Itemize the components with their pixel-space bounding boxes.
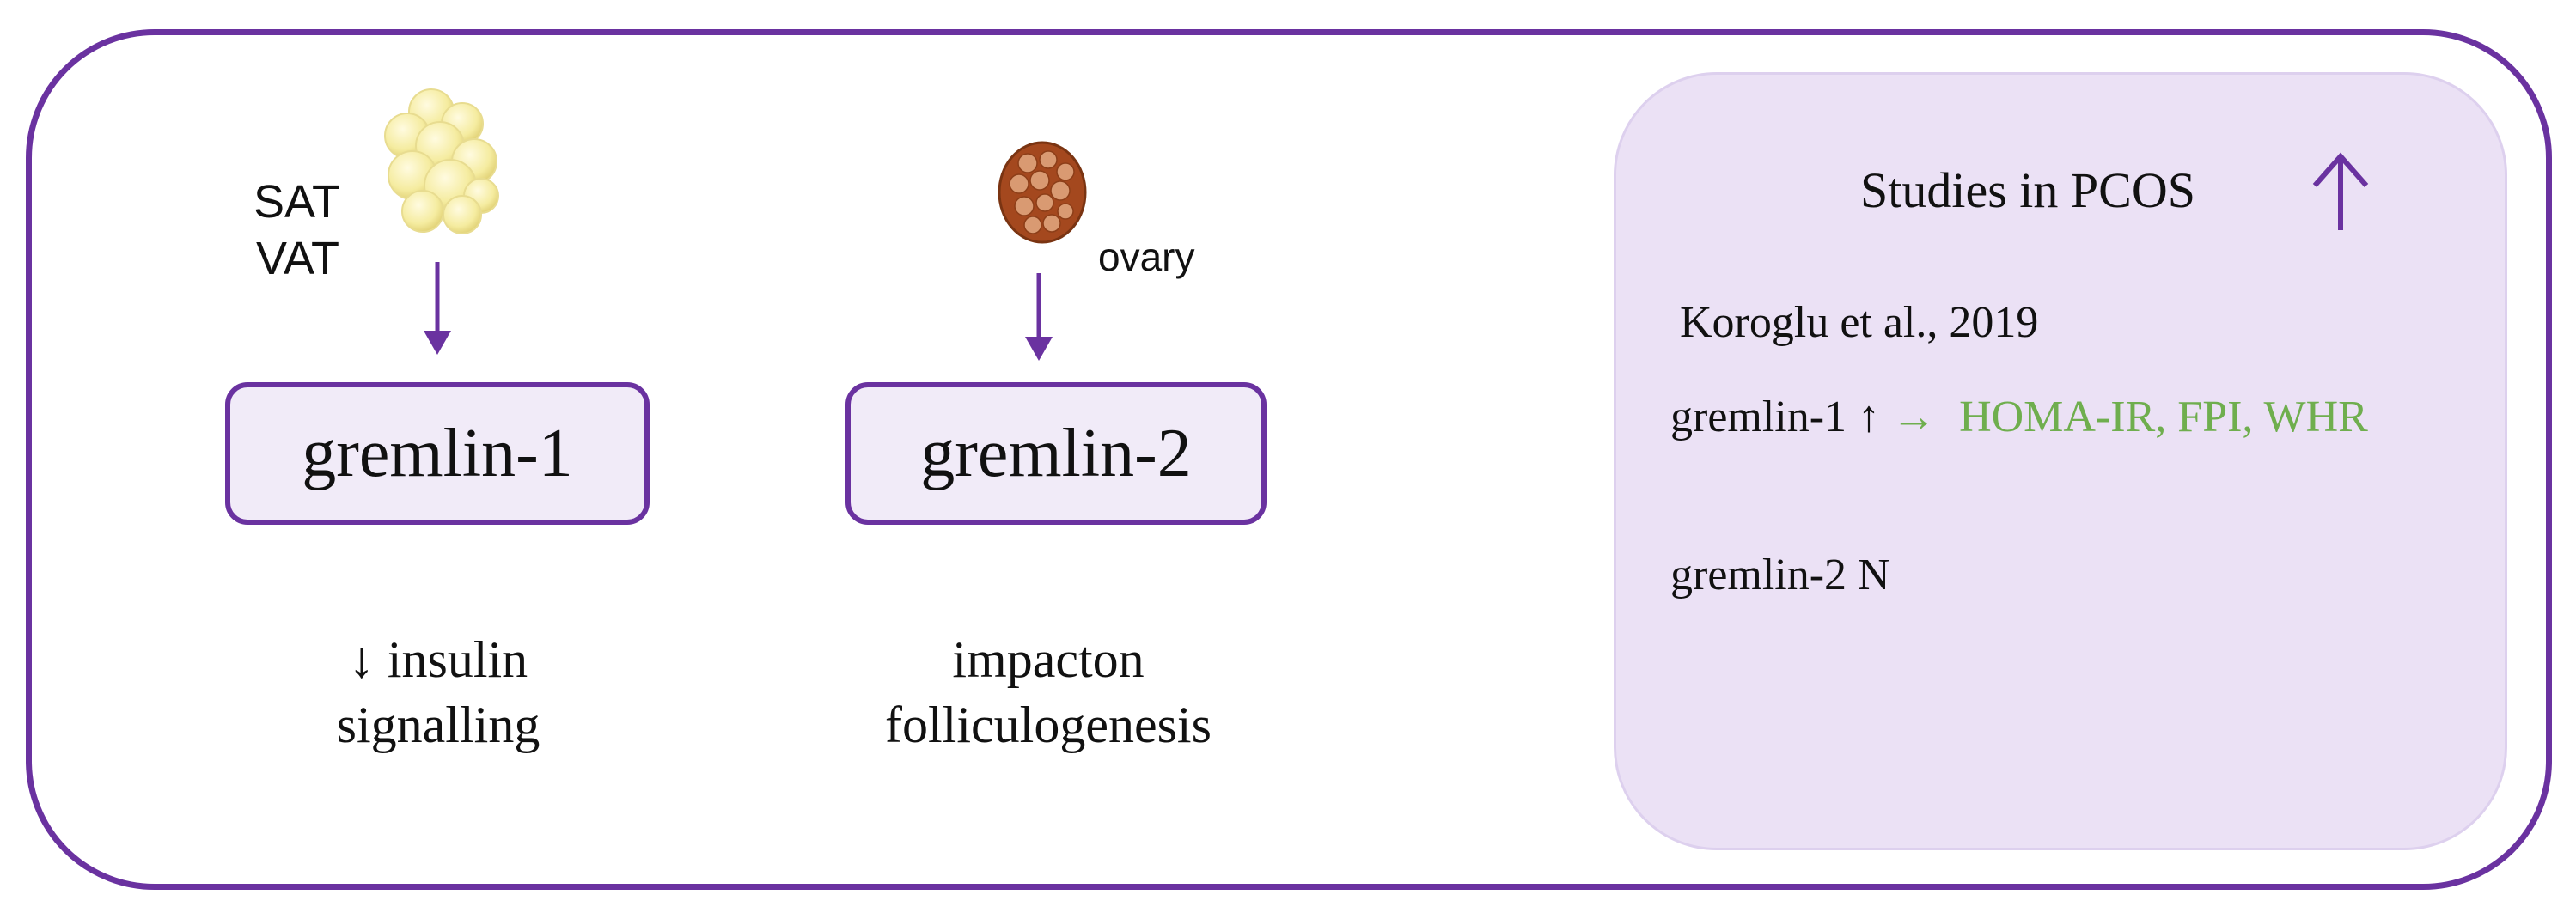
adipose-tissue-icon [384,88,499,234]
gremlin-2-box: gremlin-2 [845,382,1267,525]
folliculogenesis-effect-line: impacton [952,631,1145,688]
folliculogenesis-effect-line: folliculogenesis [885,697,1212,753]
outer-frame [26,29,2552,890]
panel-title: Studies in PCOS [1860,162,2195,218]
insulin-effect: ↓ insulin signalling [292,627,584,758]
arrow-down-icon [424,262,451,355]
folliculogenesis-effect: impacton folliculogenesis [825,627,1272,758]
vat-label: VAT [256,233,340,284]
gremlin-1-label: gremlin-1 [302,415,573,491]
studies-panel [1614,72,2507,850]
ovary-icon [998,141,1087,244]
sat-label: SAT [253,176,341,228]
insulin-effect-line: ↓ insulin [348,631,528,688]
gremlin-1-box: gremlin-1 [225,382,650,525]
arrow-down-icon [1025,273,1053,361]
ovary-label: ovary [1098,234,1195,279]
arrow-right-icon: → [1891,393,1937,441]
finding-gremlin-1: gremlin-1 ↑ → HOMA-IR, FPI, WHR [1670,392,2368,442]
finding-gremlin-1-prefix: gremlin-1 ↑ [1670,393,1881,441]
insulin-effect-line: signalling [336,697,540,753]
gremlin-2-label: gremlin-2 [920,415,1192,491]
citation: Koroglu et al., 2019 [1680,298,2039,347]
finding-gremlin-1-markers: HOMA-IR, FPI, WHR [1959,393,2368,441]
finding-gremlin-2: gremlin-2 N [1670,551,1890,599]
arrow-up-icon [2312,152,2369,230]
